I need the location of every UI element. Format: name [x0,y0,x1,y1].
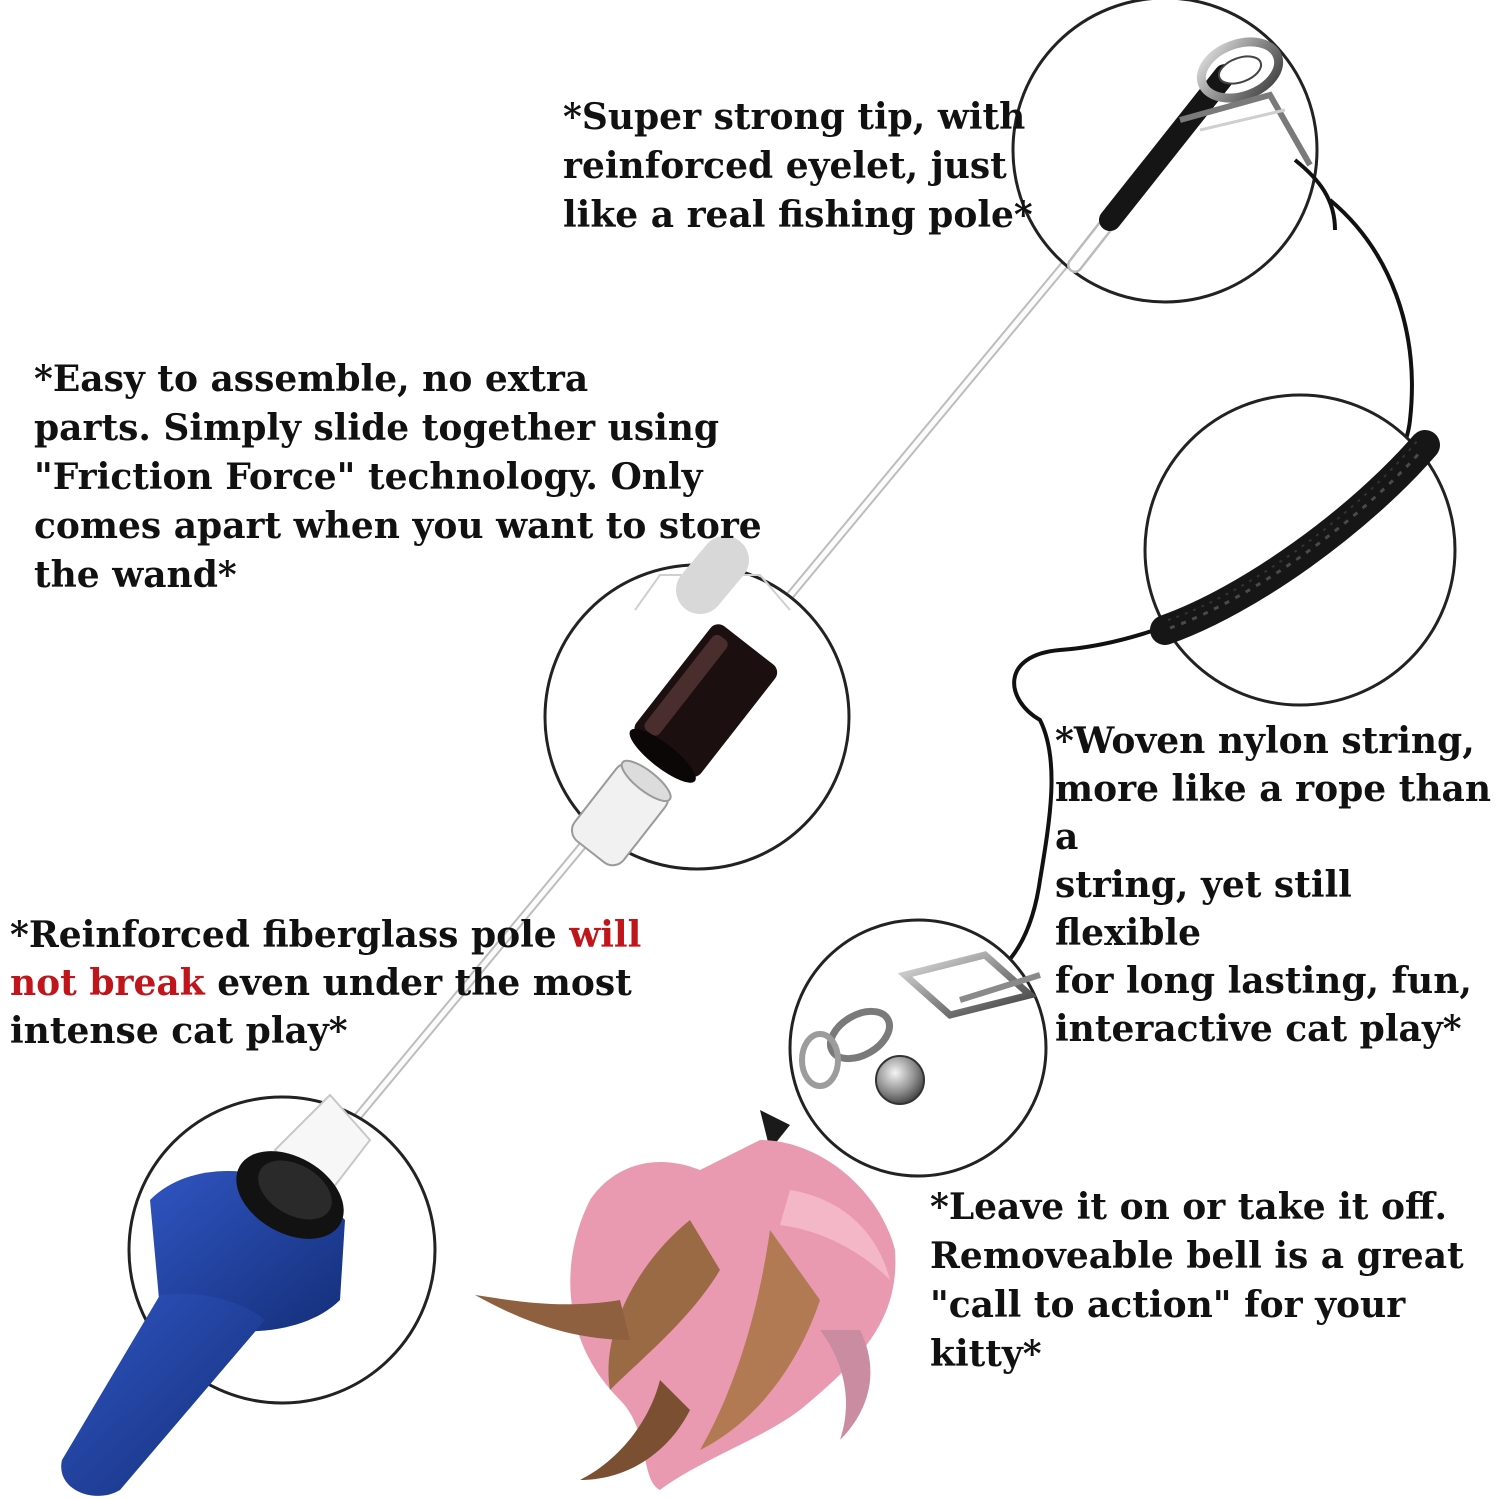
pole-text-start: *Reinforced fiberglass pole [10,914,570,956]
pole-feature-text: *Reinforced fiberglass pole will not bre… [10,911,641,1055]
bell-icon [875,1055,925,1105]
swivel-clip-icon [799,951,1041,1089]
string-detail-circle [1143,393,1457,707]
nylon-string [959,198,1414,992]
tip-feature-text: *Super strong tip, with reinforced eyele… [563,96,1033,236]
will-not-break-highlight: will not break [10,914,642,1004]
feather-lure [475,1110,896,1490]
joint-detail-circle [543,536,851,871]
eyelet-icon [1179,37,1313,167]
tip-detail-circle [1011,0,1337,304]
handle-grip-icon [150,1151,345,1332]
assembly-feature-text: *Easy to assemble, no extra parts. Simpl… [34,358,762,596]
handle-grip [61,1293,265,1496]
rod-end-icon [570,759,672,867]
pole-text-end: even under the most intense cat play* [10,962,632,1052]
bell-detail-circle [788,918,1048,1178]
bell-feature-text: *Leave it on or take it off. Removeable … [930,1186,1464,1375]
string-feature-text: *Woven nylon string, more like a rope th… [1055,720,1491,1050]
ferrule-sleeve-icon [629,624,778,783]
